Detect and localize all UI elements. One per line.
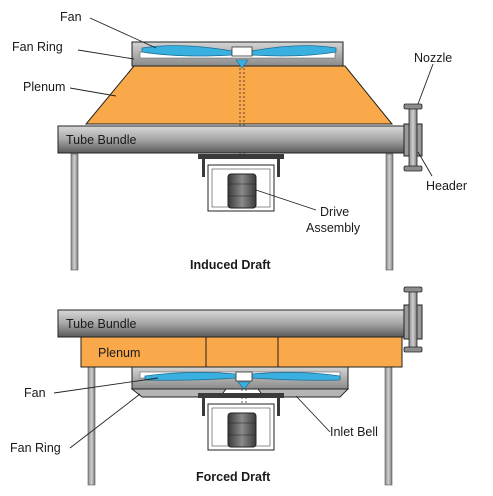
induced-draft-unit: Fan Fan Ring Plenum Tube Bundle Nozzle H… bbox=[12, 10, 467, 272]
plenum bbox=[80, 336, 403, 368]
fan-leader bbox=[53, 377, 159, 394]
fan-leader bbox=[89, 17, 157, 49]
drive-support-post bbox=[277, 398, 280, 416]
drive-leader bbox=[255, 189, 317, 211]
drive-support-post bbox=[202, 398, 205, 416]
support-leg bbox=[70, 153, 79, 271]
nozzle-flange bbox=[403, 286, 423, 293]
nozzle-pipe bbox=[408, 288, 418, 352]
nozzle-flange bbox=[403, 346, 423, 353]
fan-hub-cone bbox=[235, 59, 249, 69]
drive-support-post bbox=[277, 159, 280, 177]
fan-blade bbox=[251, 372, 341, 381]
fan-hub bbox=[231, 46, 253, 57]
support-leg bbox=[385, 153, 394, 271]
fan-label: Fan bbox=[60, 10, 82, 24]
fan-hub bbox=[235, 371, 253, 382]
fan-hub-cone bbox=[237, 381, 251, 390]
inlet-bell-label: Inlet Bell bbox=[330, 425, 378, 439]
nozzle-pipe bbox=[408, 105, 418, 171]
inlet-bell-leader bbox=[295, 395, 331, 433]
nozzle-leader bbox=[417, 63, 434, 105]
fan-ring-label: Fan Ring bbox=[12, 40, 63, 54]
nozzle-flange bbox=[403, 103, 423, 110]
plenum bbox=[84, 65, 394, 125]
assembly-label: Assembly bbox=[306, 221, 361, 235]
support-leg bbox=[87, 366, 96, 486]
fan-ring-label: Fan Ring bbox=[10, 441, 61, 455]
nozzle-label: Nozzle bbox=[414, 51, 452, 65]
plenum-leader bbox=[69, 87, 117, 97]
plenum-label: Plenum bbox=[23, 80, 65, 94]
tube-bundle bbox=[57, 309, 407, 338]
motor bbox=[227, 173, 257, 209]
tube-bundle-label: Tube Bundle bbox=[66, 317, 136, 331]
fan-ring-leader bbox=[69, 393, 141, 449]
drive-support-post bbox=[202, 159, 205, 177]
forced-draft-unit: Tube Bundle Plenum Fan Fan Ring Inlet Be… bbox=[10, 286, 423, 486]
induced-draft-title: Induced Draft bbox=[190, 258, 271, 272]
support-leg bbox=[384, 366, 393, 486]
motor bbox=[227, 412, 257, 448]
forced-draft-title: Forced Draft bbox=[196, 470, 271, 484]
fan-ring-leader bbox=[77, 49, 135, 60]
fan-label: Fan bbox=[24, 386, 46, 400]
plenum-label: Plenum bbox=[98, 346, 140, 360]
drive-support-beam bbox=[198, 154, 284, 159]
drive-label: Drive bbox=[320, 205, 349, 219]
nozzle-flange bbox=[403, 165, 423, 172]
header-label: Header bbox=[426, 179, 467, 193]
fan-blade bbox=[251, 45, 337, 57]
drive-support-beam bbox=[198, 393, 284, 398]
header-leader bbox=[417, 151, 433, 177]
tube-bundle-label: Tube Bundle bbox=[66, 133, 136, 147]
